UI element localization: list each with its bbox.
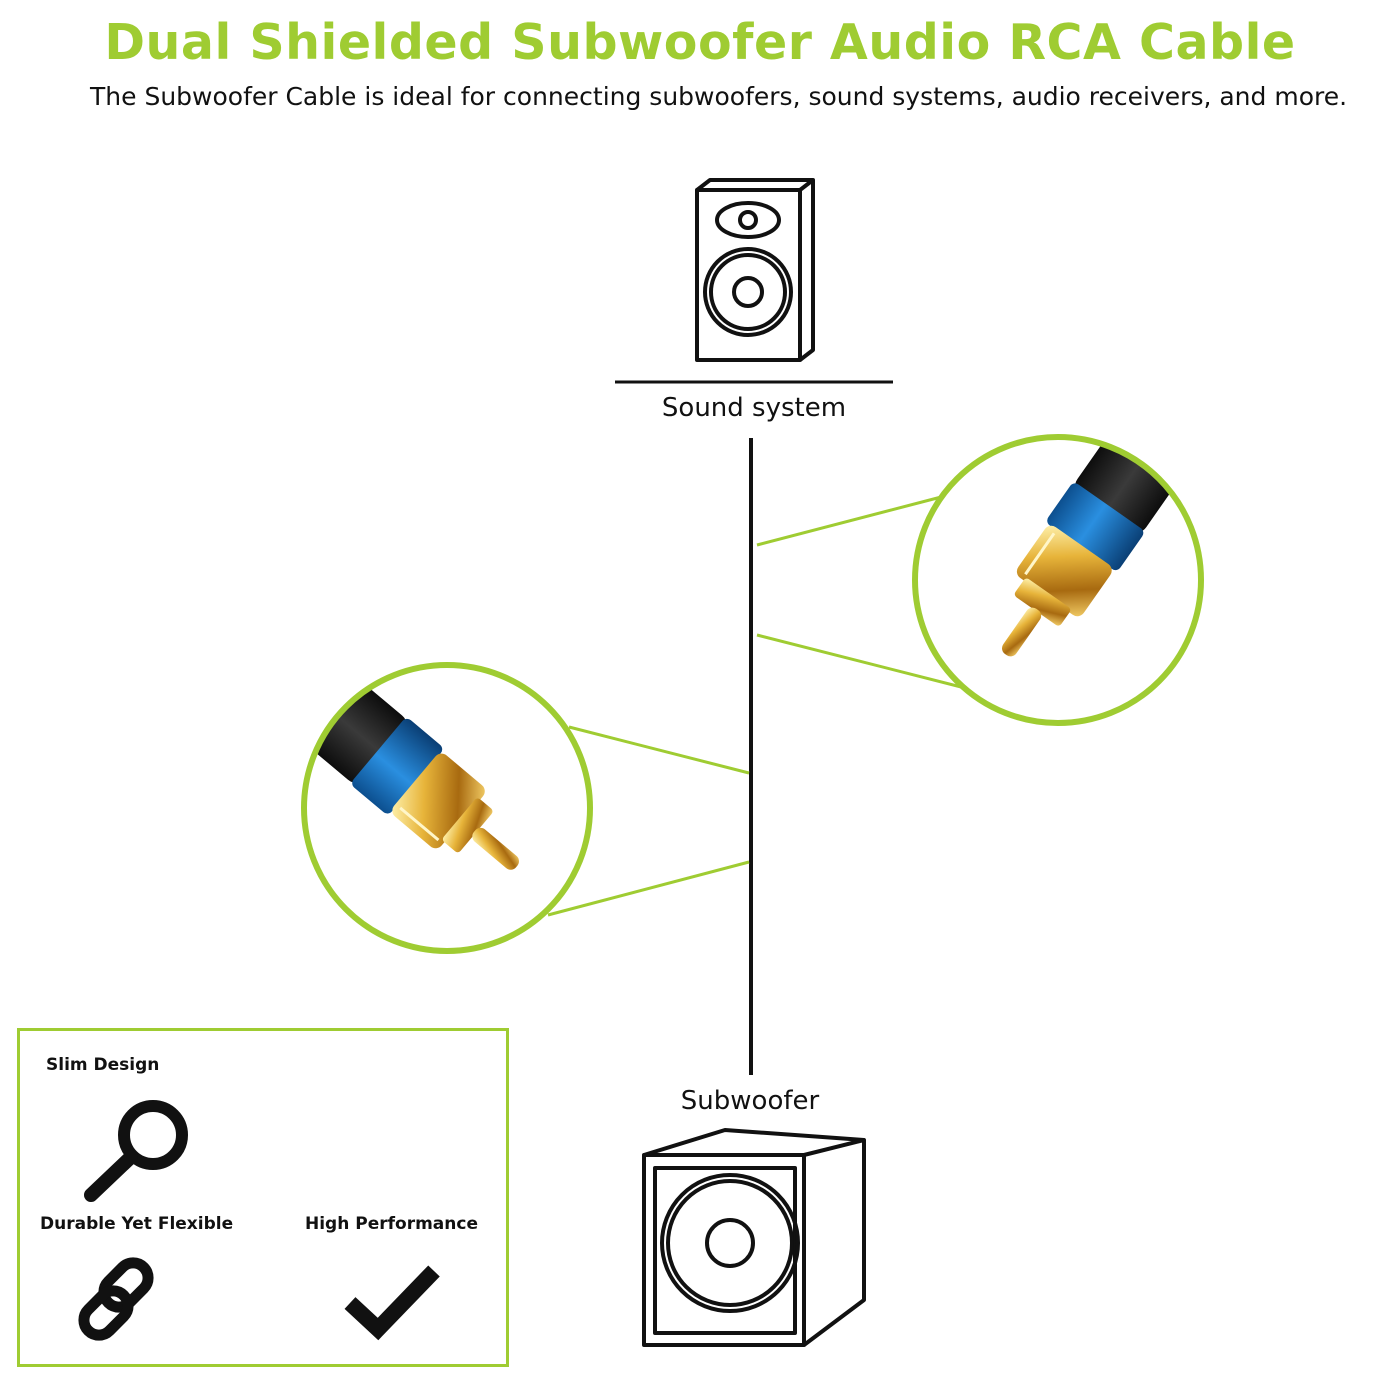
rca-plug-icon — [915, 437, 1201, 723]
page-subtitle: The Subwoofer Cable is ideal for connect… — [90, 82, 1348, 111]
sound-system-label: Sound system — [661, 393, 847, 423]
checkmark-icon — [344, 1265, 440, 1341]
feature-label-high-performance: High Performance — [305, 1214, 478, 1234]
features-panel: Slim Design Durable Yet Flexible High Pe… — [17, 1028, 509, 1367]
callout-line — [756, 633, 966, 690]
page-title: Dual Shielded Subwoofer Audio RCA Cable — [104, 14, 1296, 71]
bookshelf-speaker-icon — [695, 178, 815, 362]
callout-line — [756, 494, 946, 547]
callout-line — [547, 860, 750, 917]
feature-label-durable: Durable Yet Flexible — [40, 1214, 234, 1234]
magnifier-icon — [84, 1100, 188, 1202]
subwoofer-icon — [642, 1128, 866, 1347]
subwoofer-label: Subwoofer — [680, 1086, 820, 1116]
callout-circle — [912, 434, 1204, 726]
callout-line — [568, 725, 750, 775]
chain-link-icon — [78, 1257, 154, 1341]
feature-label-slim-design: Slim Design — [46, 1055, 160, 1075]
rca-plug-icon — [304, 665, 590, 951]
callout-circle — [301, 662, 593, 954]
